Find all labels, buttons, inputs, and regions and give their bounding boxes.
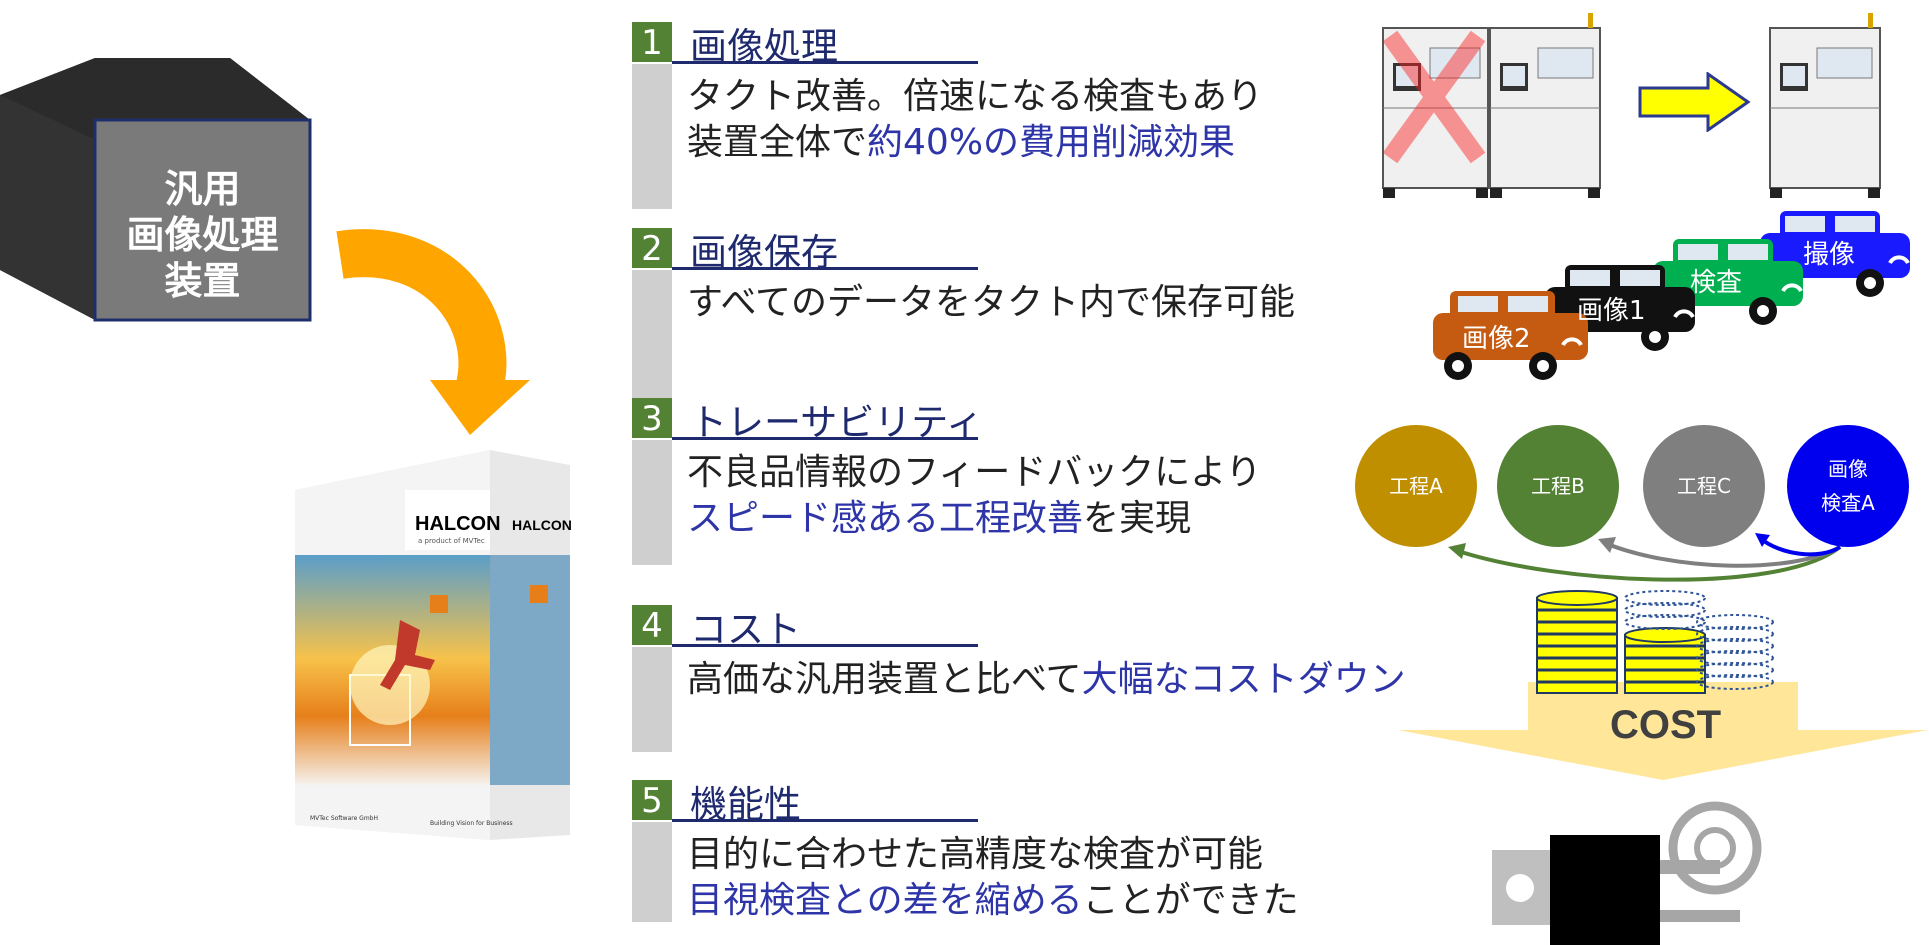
block-line-3: 装置 [164, 259, 241, 303]
halcon-logo-front: HALCON [415, 513, 501, 535]
feature-number: 2 [632, 228, 672, 269]
title-underline [672, 267, 978, 270]
desc-line-1: 不良品情報のフィードバックにより [687, 452, 1262, 493]
feature-side-bar [632, 440, 672, 565]
generic-device-block [0, 58, 312, 322]
car-label-capture: 撮像 [1803, 240, 1856, 270]
machine-unit-right [1489, 13, 1601, 198]
car-label-image2: 画像2 [1462, 324, 1531, 354]
electronic-component-icon [1492, 801, 1762, 945]
machine-after-icon [1769, 13, 1881, 198]
desc-line-2: スピード感ある工程改善を実現 [687, 498, 1192, 539]
process-label-line-2: 検査A [1821, 491, 1875, 515]
feature-title: 画像保存 [690, 231, 838, 274]
car-label-inspection: 検査 [1690, 268, 1743, 298]
feature-side-bar [632, 270, 672, 410]
halcon-logo-side: HALCON [512, 517, 572, 533]
coin-stack-half [1624, 590, 1706, 694]
feature-side-bar [632, 647, 672, 752]
desc-line-1: 高価な汎用装置と比べて大幅なコストダウン [687, 659, 1406, 700]
cross-mark-icon [1382, 30, 1486, 164]
desc-line-2: 目視検査との差を縮めることができた [687, 880, 1299, 921]
process-circle-a: 工程A [1355, 425, 1477, 547]
cost-down-arrow-icon [1398, 682, 1928, 780]
desc-line-1: すべてのデータをタクト内で保存可能 [687, 282, 1296, 323]
desc-line-2: 装置全体で約40%の費用削減効果 [687, 122, 1236, 163]
process-circle-c: 工程C [1643, 425, 1765, 547]
title-underline [672, 644, 978, 647]
title-underline [672, 819, 978, 822]
desc-line-1: タクト改善。倍速になる検査もあり [687, 76, 1264, 117]
feature-number: 1 [632, 22, 672, 63]
block-line-1: 汎用 [164, 167, 241, 211]
feature-title: トレーサビリティ [690, 401, 984, 444]
process-label: 工程B [1531, 474, 1585, 498]
block-line-2: 画像処理 [126, 213, 279, 257]
feature-title: コスト [690, 608, 801, 651]
feature-number: 3 [632, 398, 672, 439]
car-label-image1: 画像1 [1577, 296, 1646, 326]
process-label: 工程A [1389, 474, 1443, 498]
feature-description: タクト改善。倍速になる検査もあり 装置全体で約40%の費用削減効果 [687, 74, 1263, 166]
coin-stacks-icon [1536, 590, 1774, 694]
halcon-product-box: HALCON a product of MVTec HALCON MVTec S… [295, 450, 572, 840]
machines-before-icon [1382, 13, 1601, 198]
box-footer-left: MVTec Software GmbH [310, 815, 378, 822]
feature-description: 高価な汎用装置と比べて大幅なコストダウン [687, 657, 1406, 703]
feature-title: 画像処理 [690, 25, 838, 68]
feature-side-bar [632, 822, 672, 922]
feature-description: すべてのデータをタクト内で保存可能 [687, 280, 1295, 326]
box-footer-right: Building Vision for Business [430, 820, 513, 827]
process-circle-inspection: 画像 検査A [1787, 425, 1909, 547]
feature-side-bar [632, 64, 672, 209]
coin-stack-empty [1696, 614, 1774, 690]
process-circle-b: 工程B [1497, 425, 1619, 547]
yellow-arrow-icon [1638, 72, 1751, 132]
coin-stack-full [1536, 590, 1618, 694]
curved-arrow-icon [336, 229, 530, 435]
car-image2-icon [1433, 291, 1588, 380]
feature-title: 機能性 [690, 783, 801, 826]
cost-label: COST [1610, 703, 1722, 747]
feature-description: 不良品情報のフィードバックにより スピード感ある工程改善を実現 [687, 450, 1262, 542]
title-underline [672, 437, 978, 440]
feature-number: 4 [632, 605, 672, 646]
feedback-arrows-icon [1448, 533, 1842, 582]
process-label-line-1: 画像 [1828, 457, 1868, 481]
feature-description: 目的に合わせた高精度な検査が可能 目視検査との差を縮めることができた [687, 832, 1299, 924]
machine-unit-left [1382, 27, 1489, 198]
process-label: 工程C [1677, 474, 1731, 498]
halcon-tagline: a product of MVTec [418, 537, 485, 545]
title-underline [672, 61, 978, 64]
desc-line-1: 目的に合わせた高精度な検査が可能 [687, 834, 1264, 875]
generic-device-label: 汎用 画像処理 装置 [95, 140, 310, 330]
feature-number: 5 [632, 780, 672, 821]
